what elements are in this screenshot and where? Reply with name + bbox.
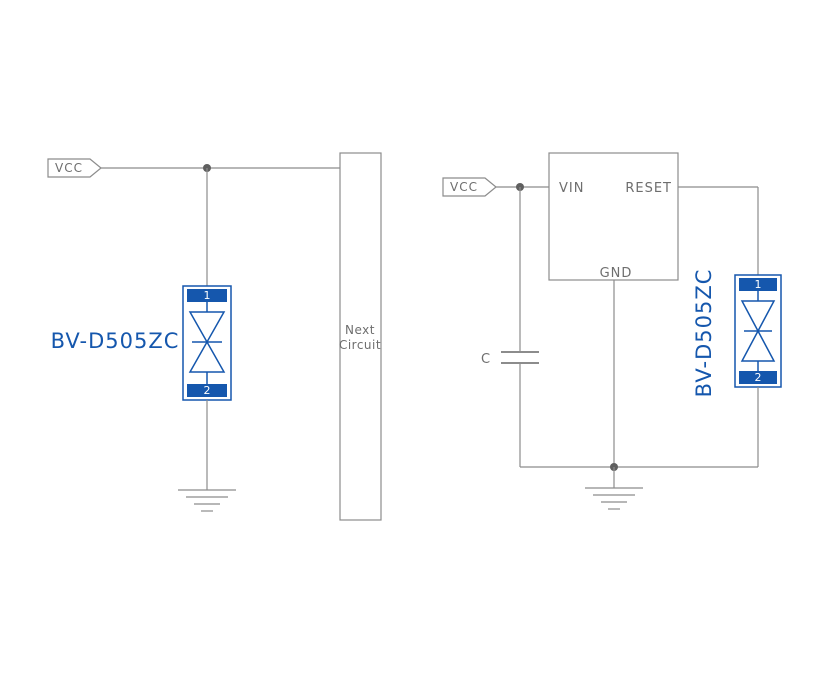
- left-circuit: VCC Next Circuit 1 2 BV-D505ZC: [47, 152, 382, 521]
- next-circuit-label-line1: Next: [345, 323, 375, 337]
- next-circuit-label-line2: Circuit: [339, 338, 381, 352]
- part-label: BV-D505ZC: [692, 269, 716, 398]
- diode-triangle-top: [188, 311, 226, 344]
- pin-2-number: 2: [755, 371, 762, 384]
- reset-pin-label: RESET: [625, 181, 672, 196]
- pin-2-number: 2: [204, 384, 211, 397]
- tvs-diode-symbol: [188, 302, 226, 384]
- capacitor-label: C: [481, 352, 491, 367]
- ic-block: [548, 152, 679, 281]
- gnd-pin-label: GND: [600, 266, 633, 281]
- next-circuit-block: [339, 152, 382, 521]
- pin-2-pad: [187, 384, 227, 397]
- diode-triangle-top: [740, 300, 776, 333]
- pin-1-pad: [739, 278, 777, 291]
- vcc-label: VCC: [450, 180, 478, 194]
- right-circuit: VCC VIN RESET GND C 1 2: [442, 152, 782, 510]
- pin-2-pad: [739, 371, 777, 384]
- vcc-net-tag: [47, 158, 102, 178]
- tvs-diode-symbol: [740, 291, 776, 371]
- vin-pin-label: VIN: [559, 181, 584, 196]
- pin-1-number: 1: [204, 289, 211, 302]
- vcc-net-tag: [442, 177, 497, 197]
- pin-1-number: 1: [755, 278, 762, 291]
- part-label: BV-D505ZC: [51, 329, 180, 353]
- vcc-label: VCC: [55, 161, 83, 175]
- pin-1-pad: [187, 289, 227, 302]
- ground-symbol: [585, 487, 643, 510]
- ground-symbol: [178, 489, 236, 512]
- capacitor-symbol: [501, 351, 539, 364]
